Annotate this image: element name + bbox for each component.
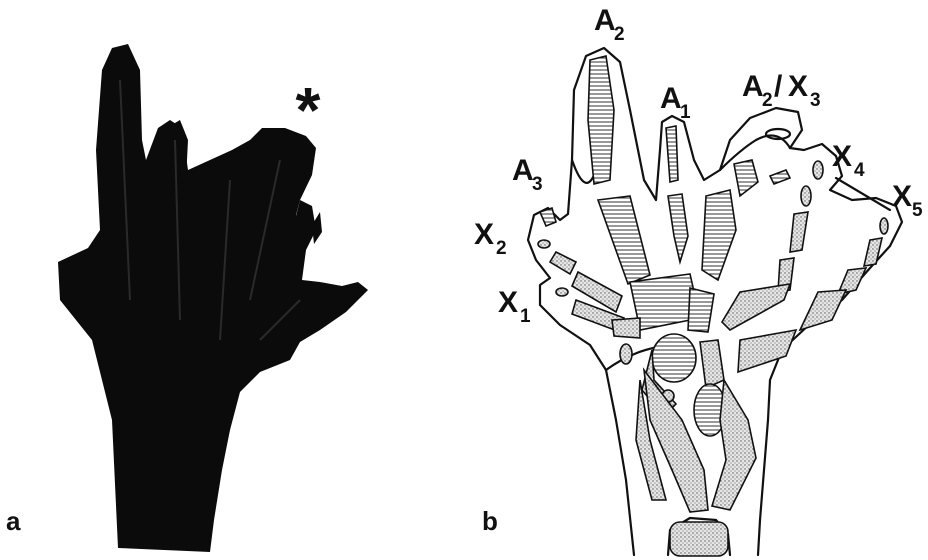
svg-text:A: A bbox=[512, 154, 534, 187]
panel-b: A 2 A 1 A 2 / X 3 X 4 X 5 A 3 X 2 bbox=[474, 4, 923, 556]
svg-text:3: 3 bbox=[532, 174, 543, 195]
specimen-silhouette bbox=[58, 44, 368, 552]
digit-x4 bbox=[722, 161, 823, 330]
label-a2-x3: A 2 / X 3 bbox=[742, 70, 821, 111]
digit-a1 bbox=[666, 126, 688, 262]
svg-text:3: 3 bbox=[810, 90, 821, 111]
asterisk-marker: * bbox=[296, 74, 321, 146]
svg-text:X: X bbox=[498, 286, 518, 319]
digit-a2 bbox=[588, 56, 650, 284]
svg-text:A: A bbox=[660, 82, 682, 115]
svg-text:X: X bbox=[474, 218, 494, 251]
digit-a2-x3 bbox=[702, 129, 790, 280]
svg-text:/: / bbox=[774, 70, 783, 103]
label-a3: A 3 bbox=[512, 154, 543, 195]
panel-a-letter: a bbox=[6, 506, 21, 536]
svg-text:X: X bbox=[892, 180, 912, 213]
label-x1: X 1 bbox=[498, 286, 531, 327]
label-x2: X 2 bbox=[474, 218, 507, 259]
panel-b-letter: b bbox=[482, 506, 498, 536]
svg-text:5: 5 bbox=[912, 200, 923, 221]
forearm-bones bbox=[636, 370, 756, 512]
svg-text:A: A bbox=[594, 4, 616, 37]
panel-a: * a bbox=[6, 44, 368, 552]
svg-text:A: A bbox=[742, 70, 764, 103]
limb-outline bbox=[528, 48, 902, 555]
web-line-x4-x5 bbox=[836, 178, 890, 210]
svg-text:2: 2 bbox=[496, 238, 507, 259]
svg-text:4: 4 bbox=[854, 160, 865, 181]
lower-bone bbox=[670, 522, 728, 556]
svg-text:1: 1 bbox=[680, 102, 691, 123]
svg-text:2: 2 bbox=[614, 24, 625, 45]
label-x4: X 4 bbox=[832, 140, 865, 181]
svg-text:2: 2 bbox=[762, 90, 773, 111]
label-a2: A 2 bbox=[594, 4, 625, 45]
svg-text:X: X bbox=[788, 70, 808, 103]
svg-text:1: 1 bbox=[520, 306, 531, 327]
svg-text:X: X bbox=[832, 140, 852, 173]
label-x5: X 5 bbox=[892, 180, 923, 221]
